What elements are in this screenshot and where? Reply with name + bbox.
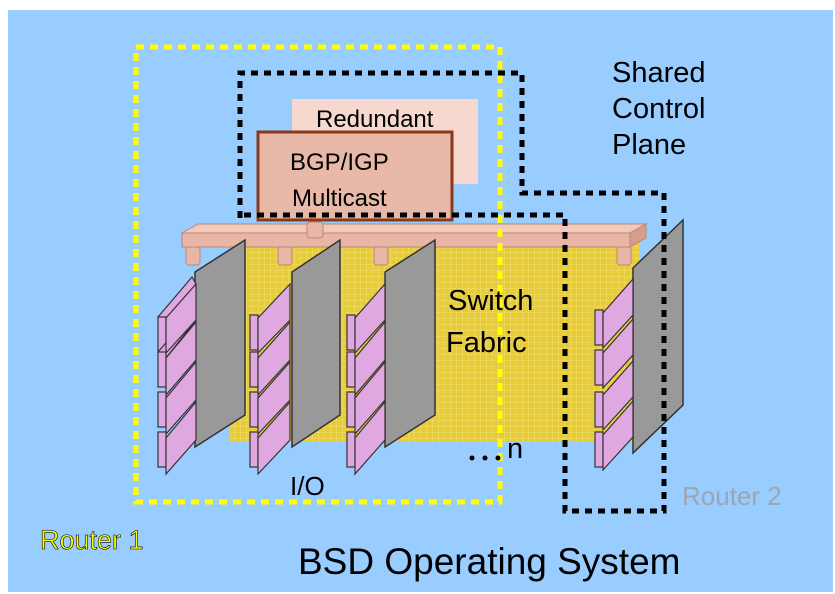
ellipsis-dots [469, 455, 501, 461]
primary-control-box [256, 130, 454, 222]
io-label: I/O [290, 471, 325, 501]
router2-outline [237, 70, 667, 514]
bus-connectors [185, 221, 632, 266]
redundant-label: Redundant [316, 106, 434, 133]
shared-control-plane-line3: Plane [612, 129, 686, 161]
router2-label: Router 2 [682, 481, 782, 511]
n-label: n [507, 433, 523, 465]
io-ports [157, 275, 634, 476]
shared-control-plane-line2: Control [612, 93, 706, 125]
shared-control-plane-line1: Shared [612, 57, 706, 89]
switch-fabric-line1: Switch [448, 285, 533, 317]
bgp-igp-label: BGP/IGP [290, 149, 389, 176]
line-cards [194, 218, 684, 455]
router1-label: Router 1 [40, 525, 144, 555]
backplane-bus [180, 223, 648, 248]
os-title: BSD Operating System [298, 541, 680, 582]
router1-outline [133, 44, 503, 505]
switch-fabric-line2: Fabric [446, 327, 527, 359]
multicast-label: Multicast [292, 185, 387, 212]
